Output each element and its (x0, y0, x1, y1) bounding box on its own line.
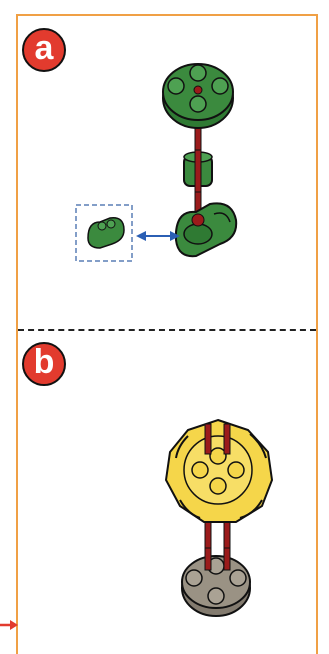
edge-arrow-icon (0, 620, 18, 630)
green-connector-icon (183, 149, 213, 193)
detail-box (75, 204, 133, 262)
step-b-badge: b (22, 342, 66, 386)
step-a-badge: a (22, 28, 66, 72)
green-clip-icon (175, 202, 238, 258)
double-arrow-icon (136, 231, 180, 241)
yellow-gear-wheel-icon (164, 418, 274, 523)
instruction-frame (16, 14, 318, 654)
gray-round-hub-icon (181, 547, 251, 617)
step-divider (18, 329, 316, 331)
green-round-hub-icon (162, 63, 234, 129)
